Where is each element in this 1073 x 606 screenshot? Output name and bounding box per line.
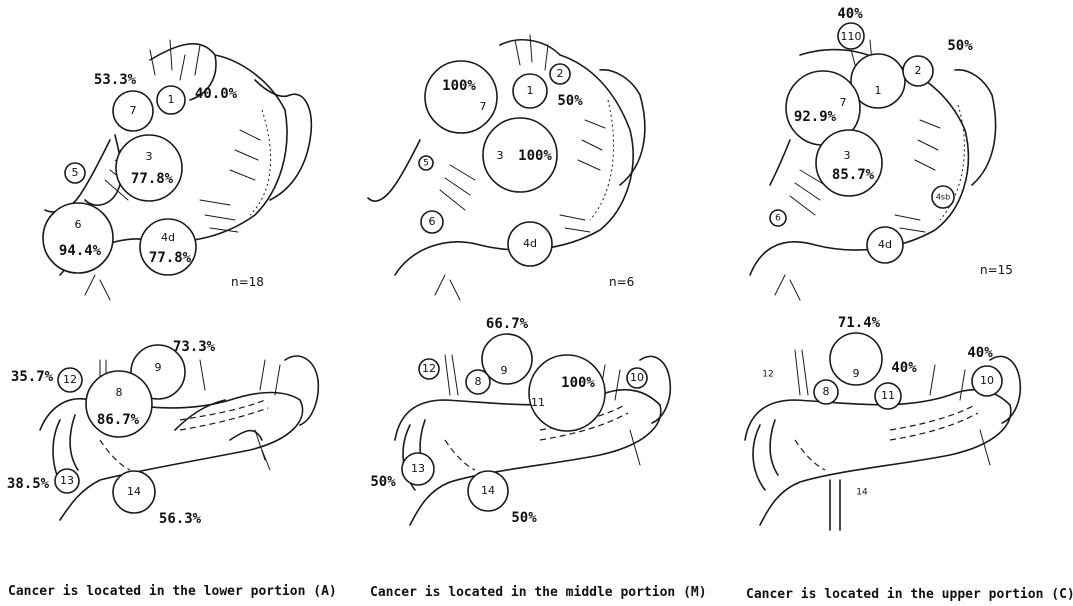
node-percentage: 50% — [370, 474, 396, 490]
node-label: 3 — [146, 150, 153, 163]
node-7 — [425, 61, 497, 133]
node-label: 13 — [60, 474, 74, 487]
node-12-label: 12 — [762, 370, 773, 380]
node-4d — [140, 219, 196, 275]
node-label: 9 — [501, 364, 508, 377]
caption-lower-portion: Cancer is located in the lower portion (… — [8, 584, 337, 599]
node-label: 6 — [429, 215, 436, 228]
node-label: 5 — [72, 166, 79, 179]
node-percentage: 71.4% — [838, 315, 881, 331]
node-label: 1 — [168, 93, 175, 106]
node-label: 7 — [130, 104, 137, 117]
node-label: 9 — [155, 361, 162, 374]
node-percentage: 86.7% — [97, 412, 140, 428]
node-label: 6 — [775, 214, 781, 224]
node-label: 8 — [823, 385, 830, 398]
node-percentage: 50% — [511, 510, 537, 526]
node-percentage: 94.4% — [59, 243, 102, 259]
node-14-label: 14 — [856, 488, 868, 498]
node-percentage: 100% — [518, 148, 552, 164]
node-label: 4sb — [936, 193, 950, 202]
node-label: 14 — [127, 485, 141, 498]
node-percentage: 92.9% — [794, 109, 837, 125]
node-percentage: 85.7% — [832, 167, 875, 183]
node-percentage: 100% — [561, 375, 595, 391]
sample-size: n=18 — [231, 275, 264, 289]
sample-size: n=15 — [980, 263, 1013, 277]
node-percentage: 100% — [442, 78, 476, 94]
node-percentage: 40.0% — [195, 86, 238, 102]
node-label: 11 — [881, 389, 895, 402]
caption-upper-portion: Cancer is located in the upper portion (… — [746, 587, 1073, 602]
node-label: 8 — [475, 375, 482, 388]
node-percentage: 35.7% — [11, 369, 54, 385]
node-label: 110 — [841, 30, 862, 43]
caption-middle-portion: Cancer is located in the middle portion … — [370, 585, 707, 600]
node-label: 4d — [878, 238, 892, 251]
node-percentage: 50% — [557, 93, 583, 109]
node-percentage: 73.3% — [173, 339, 216, 355]
node-label: 10 — [980, 374, 994, 387]
node-label: 5 — [423, 159, 429, 169]
node-percentage: 77.8% — [131, 171, 174, 187]
node-label: 12 — [422, 362, 436, 375]
node-6 — [43, 203, 113, 273]
node-percentage: 56.3% — [159, 511, 202, 527]
node-label: 1 — [527, 84, 534, 97]
node-label: 10 — [630, 371, 644, 384]
node-percentage: 40% — [837, 6, 863, 22]
node-3 — [816, 130, 882, 196]
node-label: 7 — [840, 96, 847, 109]
node-percentage: 50% — [947, 38, 973, 54]
node-percentage: 38.5% — [7, 476, 50, 492]
node-label: 13 — [411, 462, 425, 475]
sample-size: n=6 — [609, 275, 634, 289]
node-11 — [529, 355, 605, 431]
node-label: 2 — [557, 67, 564, 80]
node-label: 1 — [875, 84, 882, 97]
node-label: 7 — [480, 100, 487, 113]
node-label: 8 — [116, 386, 123, 399]
node-label: 9 — [853, 367, 860, 380]
node-label: 14 — [481, 484, 495, 497]
node-label: 2 — [915, 64, 922, 77]
node-label: 3 — [844, 149, 851, 162]
node-3 — [116, 135, 182, 201]
node-label: 12 — [63, 373, 77, 386]
node-label: 3 — [497, 149, 504, 162]
node-percentage: 53.3% — [94, 72, 137, 88]
node-percentage: 40% — [891, 360, 917, 376]
node-label: 11 — [531, 396, 545, 409]
node-label: 6 — [75, 218, 82, 231]
node-label: 4d — [523, 237, 537, 250]
node-percentage: 40% — [967, 345, 993, 361]
node-label: 4d — [161, 231, 175, 244]
node-percentage: 77.8% — [149, 250, 192, 266]
node-percentage: 66.7% — [486, 316, 529, 332]
